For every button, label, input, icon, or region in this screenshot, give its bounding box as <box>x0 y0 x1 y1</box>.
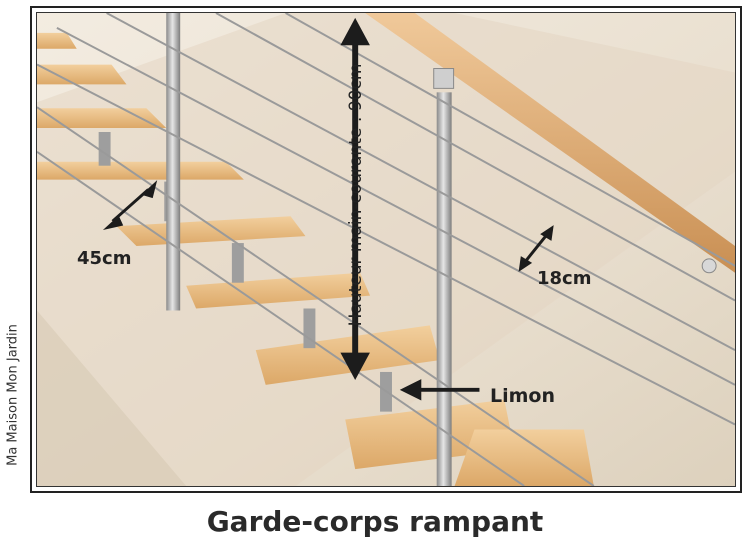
photo-frame: Hauteur main-courante : 90cm 45cm 18cm L… <box>30 6 742 493</box>
bar-spacing-label: 18cm <box>537 268 592 289</box>
photo-credit-text: Ma Maison Mon Jardin <box>5 324 21 466</box>
caption: Garde-corps rampant <box>206 505 544 538</box>
photo-credit: Ma Maison Mon Jardin <box>0 300 26 490</box>
annotation-arrows <box>102 17 554 401</box>
staircase-photo <box>37 13 735 486</box>
step-spacing-label: 45cm <box>77 248 132 269</box>
rail-cables <box>37 13 735 486</box>
stringer-label: Limon <box>490 385 555 407</box>
post-left <box>166 13 181 311</box>
handrail <box>365 13 735 273</box>
handrail-height-label: Hauteur main-courante : 90cm <box>346 63 366 327</box>
photo-frame-inner: Hauteur main-courante : 90cm 45cm 18cm L… <box>36 12 736 487</box>
